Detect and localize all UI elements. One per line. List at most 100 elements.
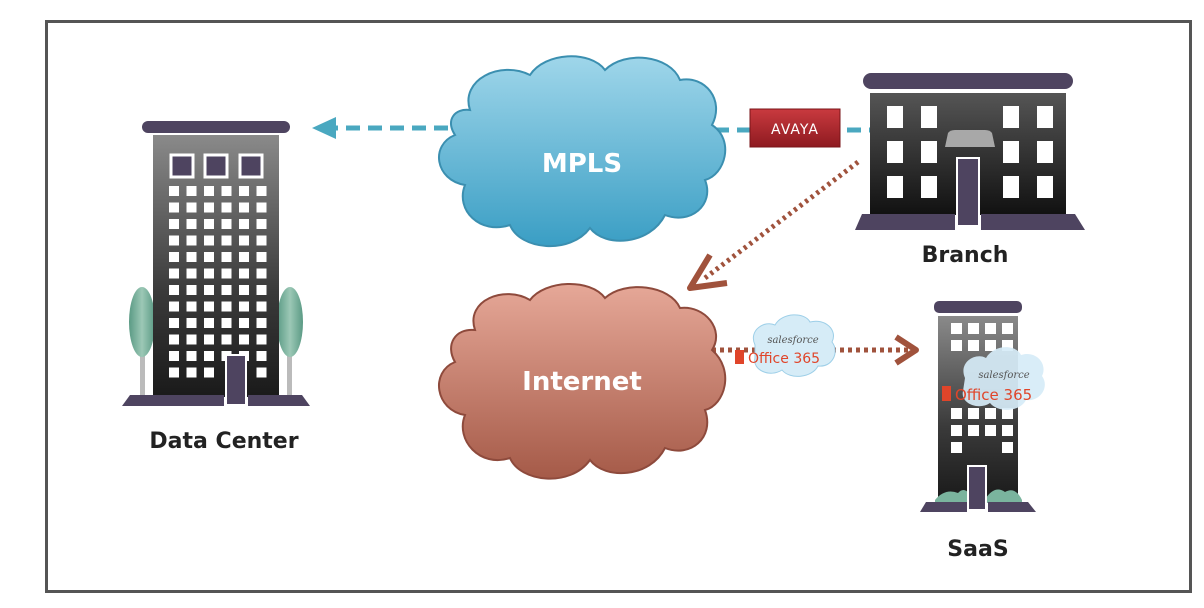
salesforce-cloud-icon <box>752 314 836 377</box>
window <box>186 318 197 328</box>
window <box>256 367 267 378</box>
window <box>186 285 197 295</box>
window <box>169 268 179 279</box>
window <box>169 367 179 378</box>
mpls-label: MPLS <box>542 149 622 179</box>
tree-icon <box>277 287 303 357</box>
window <box>239 318 249 328</box>
link-mpls-to-datacenter <box>312 117 470 139</box>
window <box>221 202 232 213</box>
window <box>951 340 962 351</box>
window <box>256 318 267 328</box>
saas-office365-text: Office 365 <box>955 386 1032 404</box>
office-icon <box>735 350 744 364</box>
window <box>968 323 979 334</box>
window <box>968 340 979 351</box>
window <box>204 219 214 229</box>
window <box>239 285 249 295</box>
data-center-label: Data Center <box>149 429 298 454</box>
window <box>239 301 249 312</box>
window <box>221 334 232 345</box>
window <box>256 252 267 262</box>
window <box>204 285 214 295</box>
window <box>169 351 179 361</box>
window <box>985 323 996 334</box>
window <box>186 351 197 361</box>
saas-label: SaaS <box>947 537 1008 562</box>
window <box>186 235 197 246</box>
saas-building-icon[interactable]: salesforce Office 365 <box>920 301 1045 512</box>
internet-cloud-icon[interactable]: Internet <box>438 283 727 480</box>
window <box>985 408 996 419</box>
window <box>169 301 179 312</box>
window <box>204 318 214 328</box>
window <box>169 202 179 213</box>
data-center-building-icon[interactable] <box>122 121 310 406</box>
window <box>256 219 267 229</box>
window <box>186 202 197 213</box>
window <box>239 202 249 213</box>
arrowhead-down-left-icon <box>687 253 728 291</box>
salesforce-logo-text: salesforce <box>767 335 818 346</box>
arrowhead-left-icon <box>312 117 336 139</box>
branch-building-icon[interactable] <box>855 73 1085 230</box>
window <box>1002 340 1013 351</box>
window <box>221 318 232 328</box>
internet-label: Internet <box>522 367 642 397</box>
avaya-logo-text: AVAYA <box>771 122 819 138</box>
window <box>186 219 197 229</box>
arrowhead-right-icon <box>894 334 919 366</box>
window <box>221 268 232 279</box>
window <box>951 323 962 334</box>
window <box>256 301 267 312</box>
window <box>239 219 249 229</box>
window <box>169 219 179 229</box>
link-branch-to-internet <box>687 160 860 291</box>
window <box>951 408 962 419</box>
window <box>1002 442 1013 453</box>
window <box>968 408 979 419</box>
window <box>256 268 267 279</box>
window <box>256 334 267 345</box>
window <box>256 202 267 213</box>
window <box>169 318 179 328</box>
window <box>186 301 197 312</box>
window <box>256 351 267 361</box>
window <box>256 186 267 196</box>
saas-salesforce-text: salesforce <box>978 370 1029 381</box>
window <box>985 425 996 436</box>
window <box>239 235 249 246</box>
window <box>204 252 214 262</box>
window <box>186 268 197 279</box>
window <box>204 268 214 279</box>
window <box>186 252 197 262</box>
saas-office-icon <box>942 386 951 401</box>
window <box>169 186 179 196</box>
window <box>204 367 214 378</box>
window <box>169 235 179 246</box>
window <box>204 235 214 246</box>
window <box>951 425 962 436</box>
diagram-frame <box>45 20 1192 593</box>
saas-apps-badge-link[interactable]: salesforce Office 365 <box>735 314 836 377</box>
window <box>239 252 249 262</box>
window <box>204 301 214 312</box>
window <box>256 285 267 295</box>
window <box>204 351 214 361</box>
mpls-cloud-icon[interactable]: MPLS <box>438 55 727 248</box>
window <box>169 334 179 345</box>
avaya-badge[interactable]: AVAYA <box>749 108 841 148</box>
window <box>985 340 996 351</box>
window <box>221 301 232 312</box>
branch-label: Branch <box>922 243 1009 268</box>
window <box>256 235 267 246</box>
window <box>221 219 232 229</box>
window <box>186 334 197 345</box>
window <box>221 252 232 262</box>
window <box>221 186 232 196</box>
window <box>169 285 179 295</box>
window <box>239 268 249 279</box>
window <box>1002 323 1013 334</box>
window <box>186 367 197 378</box>
